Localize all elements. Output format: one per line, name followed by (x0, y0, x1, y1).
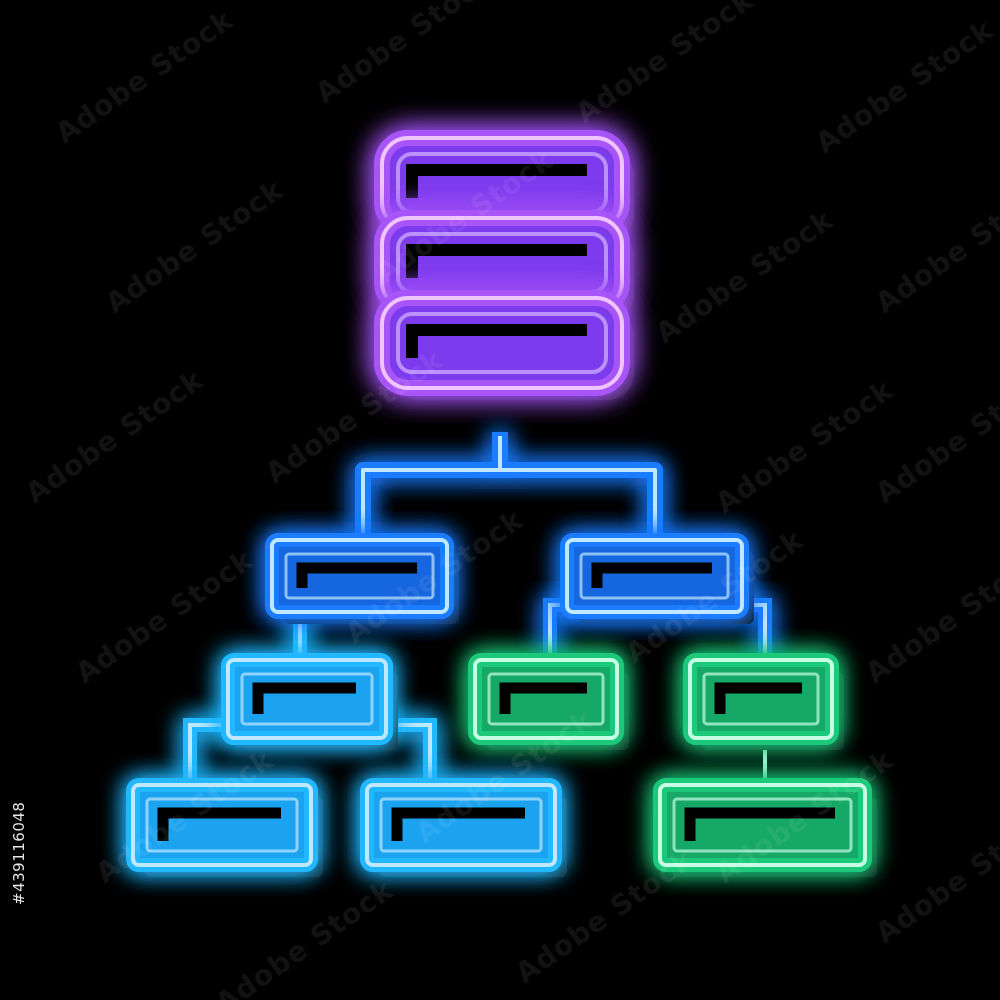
stock-id-label: #439116048 (10, 801, 28, 905)
tree-node-box (126, 778, 323, 877)
tree-node-box (265, 533, 459, 624)
connector-root-inner (361, 436, 657, 538)
database-disk (374, 290, 634, 400)
tree-node-box (560, 533, 754, 624)
tree-node-box (468, 653, 629, 750)
database-stack (374, 130, 634, 400)
tree-nodes (126, 533, 877, 877)
tree-node-box (360, 778, 567, 877)
tree-node-box (221, 653, 398, 750)
tree-node-box (683, 653, 844, 750)
connector-root (355, 432, 663, 540)
tree-node-box (653, 778, 877, 877)
